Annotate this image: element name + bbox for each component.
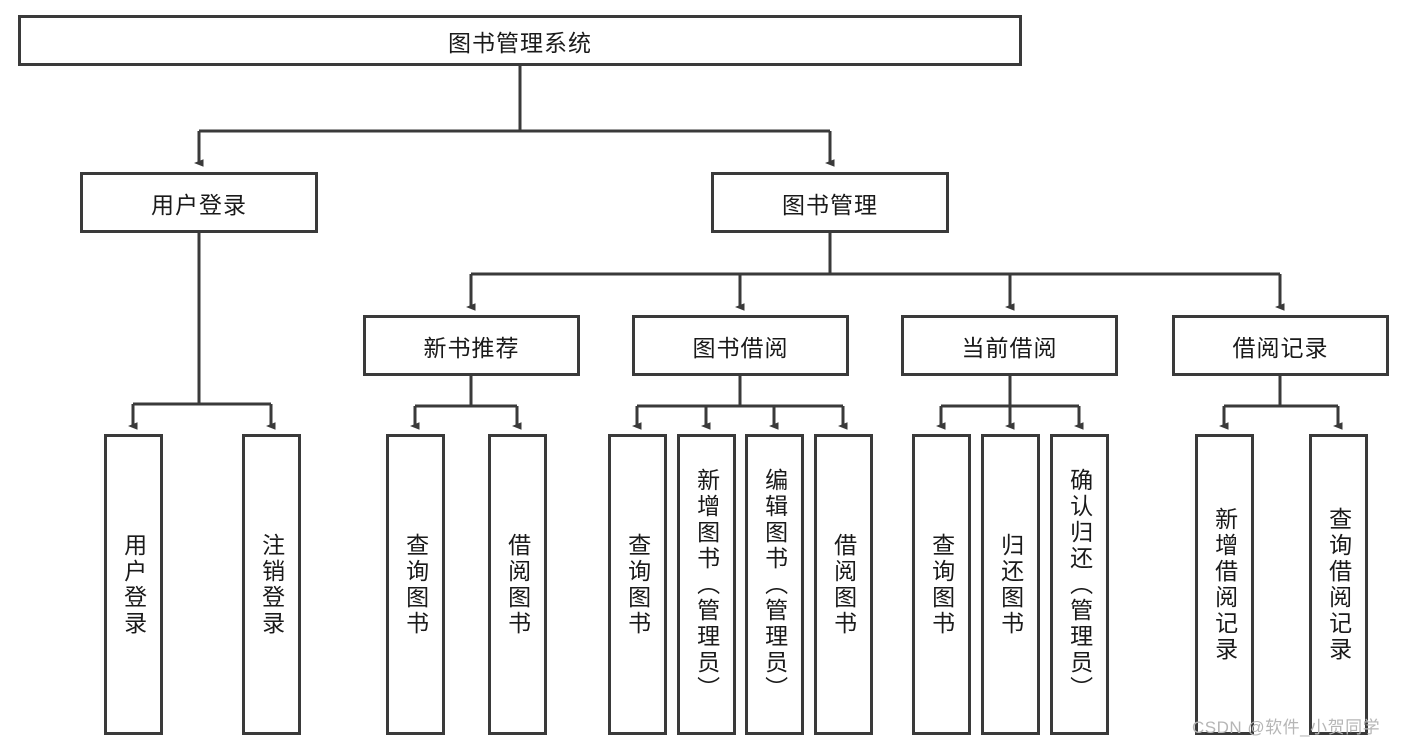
leaf-user-login-signout[interactable]: 注销登录 <box>242 434 301 735</box>
leaf-label: 借阅图书 <box>504 532 531 637</box>
leaf-label: 查询图书 <box>928 532 955 637</box>
leaf-current-confirm-return[interactable]: 确认归还（管理员） <box>1050 434 1109 735</box>
leaf-record-add[interactable]: 新增借阅记录 <box>1195 434 1254 735</box>
leaf-label: 新增图书（管理员） <box>693 467 720 702</box>
node-current-borrow[interactable]: 当前借阅 <box>901 315 1118 376</box>
leaf-label: 借阅图书 <box>830 532 857 637</box>
leaf-label: 查询图书 <box>624 532 651 637</box>
node-new-book-recommend-label: 新书推荐 <box>423 334 520 361</box>
node-root[interactable]: 图书管理系统 <box>18 15 1022 66</box>
leaf-label: 用户登录 <box>120 532 147 637</box>
node-user-login-label: 用户登录 <box>151 191 247 218</box>
node-borrow-record[interactable]: 借阅记录 <box>1172 315 1389 376</box>
leaf-label: 新增借阅记录 <box>1211 506 1238 663</box>
csdn-watermark: CSDN @软件_小贺同学 <box>1192 718 1381 737</box>
leaf-borrow-borrow-book[interactable]: 借阅图书 <box>814 434 873 735</box>
leaf-label: 编辑图书（管理员） <box>761 467 788 702</box>
leaf-current-return-book[interactable]: 归还图书 <box>981 434 1040 735</box>
node-new-book-recommend[interactable]: 新书推荐 <box>363 315 580 376</box>
node-book-borrow-label: 图书借阅 <box>692 334 789 361</box>
leaf-label: 注销登录 <box>258 532 285 637</box>
leaf-current-query-book[interactable]: 查询图书 <box>912 434 971 735</box>
leaf-borrow-add-book[interactable]: 新增图书（管理员） <box>677 434 736 735</box>
leaf-new-book-borrow[interactable]: 借阅图书 <box>488 434 547 735</box>
leaf-label: 归还图书 <box>997 532 1024 637</box>
node-book-borrow[interactable]: 图书借阅 <box>632 315 849 376</box>
leaf-new-book-query[interactable]: 查询图书 <box>386 434 445 735</box>
node-root-label: 图书管理系统 <box>448 29 592 56</box>
node-current-borrow-label: 当前借阅 <box>961 334 1058 361</box>
node-book-management-label: 图书管理 <box>782 191 878 218</box>
leaf-label: 查询借阅记录 <box>1325 506 1352 663</box>
leaf-user-login-signin[interactable]: 用户登录 <box>104 434 163 735</box>
node-user-login[interactable]: 用户登录 <box>80 172 318 233</box>
leaf-record-query[interactable]: 查询借阅记录 <box>1309 434 1368 735</box>
leaf-borrow-query-book[interactable]: 查询图书 <box>608 434 667 735</box>
leaf-borrow-edit-book[interactable]: 编辑图书（管理员） <box>745 434 804 735</box>
leaf-label: 查询图书 <box>402 532 429 637</box>
node-borrow-record-label: 借阅记录 <box>1232 334 1329 361</box>
leaf-label: 确认归还（管理员） <box>1066 467 1093 702</box>
node-book-management[interactable]: 图书管理 <box>711 172 949 233</box>
